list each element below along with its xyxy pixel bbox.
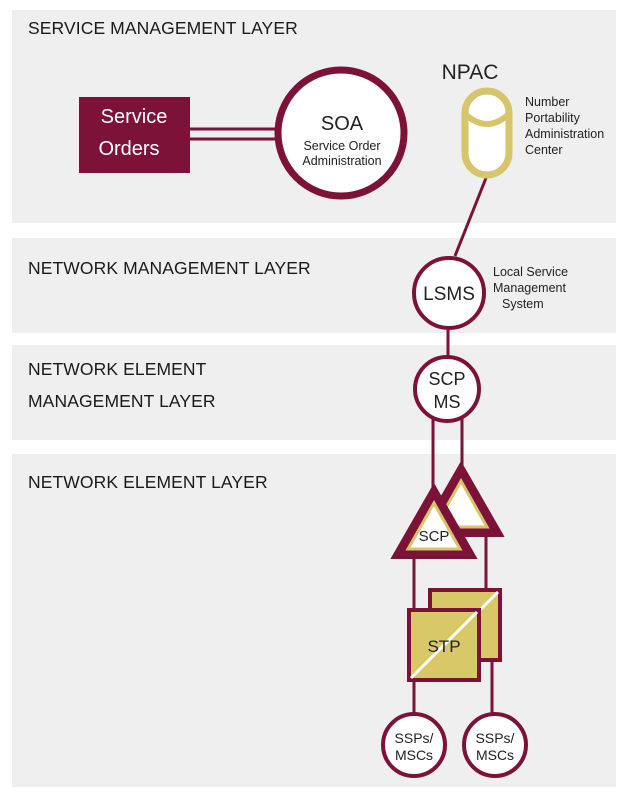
ssp2-circle [462,712,528,778]
stp-node: STP [407,588,502,682]
scp-node: SCP [390,460,505,559]
service-orders-label-line1: Service [101,106,168,128]
ssp1-circle [381,712,447,778]
service-orders-box: Service Orders [79,97,190,173]
scp-label: SCP [419,528,450,545]
service-orders-rect [79,97,190,173]
ssp-node-2: SSPs/ MSCs [462,712,528,778]
scp-triangle-back-inner [432,477,490,529]
network-element-layer-title: NETWORK ELEMENT LAYER [28,472,268,492]
network-management-layer-title: NETWORK MANAGEMENT LAYER [28,258,311,278]
lsms-desc-line1: Local Service [493,265,568,279]
scpms-node: SCP MS [413,355,481,423]
stp-front-diagonal [409,610,479,680]
npac-node: NPAC Number Portability Administration C… [442,61,604,179]
npac-desc-line2: Portability [525,111,581,125]
soa-circle [274,66,408,200]
npac-cylinder-body [461,87,513,179]
ssp2-label-line2: MSCs [476,747,514,763]
lsms-desc-line3: System [502,297,544,311]
npac-desc-line1: Number [525,95,569,109]
soa-desc-line2: Administration [302,154,381,168]
stp-label: STP [427,637,460,656]
scpms-label-line1: SCP [428,369,465,389]
npac-lsms-link [453,177,488,257]
service-management-layer-title: SERVICE MANAGEMENT LAYER [28,18,298,38]
element-mgmt-layer-title-line2: MANAGEMENT LAYER [28,391,216,411]
ssp1-label-line1: SSPs/ [395,730,434,746]
soa-desc-line1: Service Order [303,139,380,153]
lsms-node: LSMS Local Service Management System [412,256,568,330]
npac-title: NPAC [442,61,499,84]
scp-triangle-front [390,482,478,559]
soa-node: SOA Service Order Administration [274,66,408,200]
soa-title: SOA [321,113,364,135]
ssp-node-1: SSPs/ MSCs [381,712,447,778]
npac-desc-line3: Administration [525,127,604,141]
scpms-circle [413,355,481,423]
npac-desc-line4: Center [525,143,563,157]
lsms-title: LSMS [423,284,475,305]
scp-triangle-front-inner [405,499,463,551]
element-mgmt-layer-title-line1: NETWORK ELEMENT [28,359,207,379]
npac-cylinder-rim [462,111,512,127]
scpms-label-line2: MS [434,392,461,412]
lsms-desc-line2: Management [493,281,566,295]
lsms-circle [412,256,486,330]
ssp2-label-line1: SSPs/ [476,730,515,746]
network-element-management-layer: NETWORK ELEMENT MANAGEMENT LAYER [12,345,616,440]
network-management-layer: NETWORK MANAGEMENT LAYER [12,238,616,333]
service-orders-label-line2: Orders [98,138,159,160]
ssp1-label-line2: MSCs [395,747,433,763]
